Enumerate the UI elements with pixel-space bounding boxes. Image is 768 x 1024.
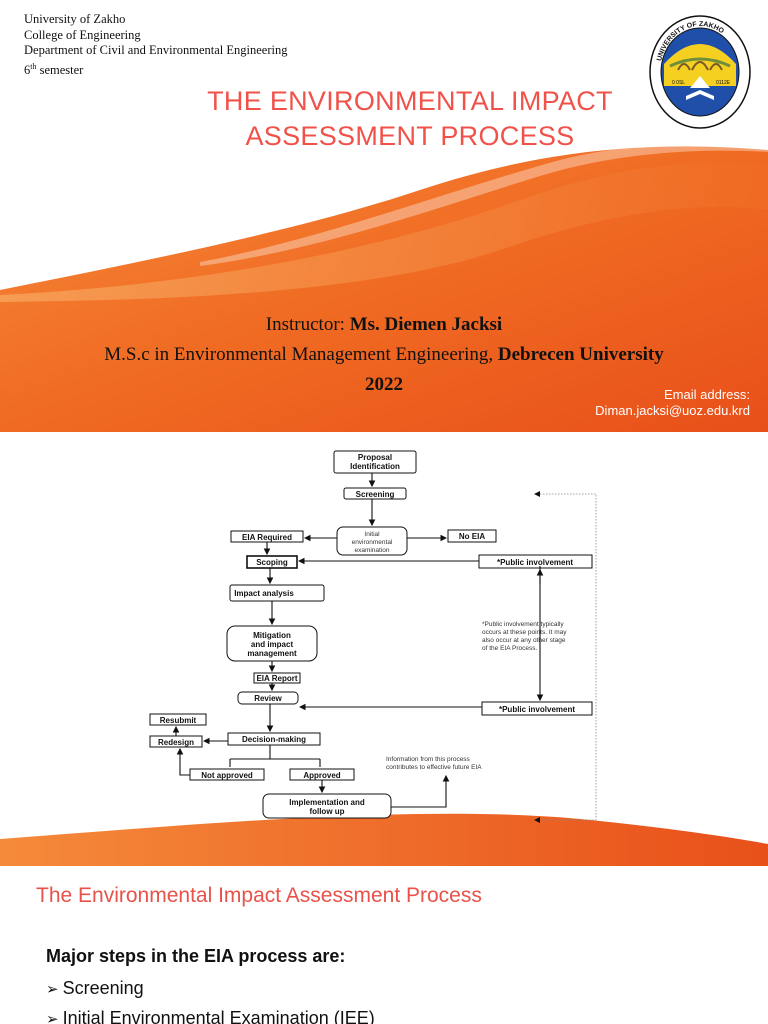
svg-text:EIA Report: EIA Report	[256, 674, 297, 683]
university-name-bold: Debrecen University	[497, 344, 664, 365]
svg-text:Decision-making: Decision-making	[242, 735, 306, 744]
steps-slide: The Environmental Impact Assessment Proc…	[0, 866, 768, 1024]
box-no-eia	[447, 529, 497, 543]
box-scoping	[246, 555, 298, 569]
svg-text:*Public involvement: *Public involvement	[497, 558, 573, 567]
svg-text:Impact analysis: Impact analysis	[234, 589, 294, 598]
flowchart-slide: Proposal Identification Screening EIA Re…	[0, 434, 768, 866]
steps-slide-title: The Environmental Impact Assessment Proc…	[36, 884, 482, 907]
svg-text:Information from this process: Information from this process	[386, 756, 471, 763]
institution-header: University of Zakho College of Engineeri…	[24, 12, 287, 78]
box-initial-exam	[336, 526, 408, 556]
svg-text:Scoping: Scoping	[256, 558, 288, 567]
box-screening	[343, 487, 407, 500]
eia-flowchart: Proposal Identification Screening EIA Re…	[0, 450, 768, 866]
box-impact-analysis	[229, 584, 325, 602]
box-implementation	[262, 793, 392, 819]
svg-text:Not approved: Not approved	[201, 771, 253, 780]
svg-text:EIA Required: EIA Required	[242, 533, 292, 542]
svg-text:and impact: and impact	[251, 640, 294, 649]
email-block: Email address: Diman.jacksi@uoz.edu.krd	[595, 387, 750, 419]
college-name: College of Engineering	[24, 27, 141, 42]
steps-heading: Major steps in the EIA process are:	[46, 946, 346, 966]
svg-text:Review: Review	[254, 694, 282, 703]
university-name: University of Zakho	[24, 12, 126, 26]
svg-text:occurs at these points. It may: occurs at these points. It may	[482, 629, 567, 636]
box-eia-report	[253, 672, 301, 684]
svg-text:Proposal: Proposal	[358, 453, 392, 462]
department-name: Department of Civil and Environmental En…	[24, 43, 288, 57]
email-address[interactable]: Diman.jacksi@uoz.edu.krd	[595, 403, 750, 418]
arrow-bullet-icon: ➢	[46, 1011, 59, 1024]
svg-text:management: management	[247, 649, 297, 658]
svg-text:Screening: Screening	[356, 490, 395, 499]
svg-text:of the EIA Process.: of the EIA Process.	[482, 645, 537, 652]
svg-text:Redesign: Redesign	[158, 738, 194, 747]
svg-text:examination: examination	[354, 547, 389, 554]
svg-text:*Public involvement: *Public involvement	[499, 705, 575, 714]
svg-text:0112E: 0112E	[716, 80, 731, 86]
svg-text:follow up: follow up	[309, 807, 344, 816]
university-logo: 0 0SL 0112E UNIVERSITY OF ZAKHO	[649, 15, 751, 129]
svg-text:Implementation and: Implementation and	[289, 798, 365, 807]
orange-wave-background	[0, 143, 768, 432]
footer-wave	[0, 813, 768, 866]
semester: 6th semester	[24, 61, 84, 77]
svg-text:environmental: environmental	[352, 539, 393, 546]
box-proposal	[333, 450, 417, 474]
svg-text:0 0SL: 0 0SL	[672, 80, 685, 86]
degree-line: M.S.c in Environmental Management Engine…	[104, 344, 664, 365]
svg-text:also occur at any other stage: also occur at any other stage	[482, 637, 566, 644]
title-slide: University of Zakho College of Engineeri…	[0, 0, 768, 432]
instructor-line: Instructor: Ms. Diemen Jacksi	[265, 314, 503, 335]
step-item: ➢Initial Environmental Examination (IEE)	[46, 1008, 375, 1024]
svg-text:contributes to effective futur: contributes to effective future EIA	[386, 764, 482, 771]
year: 2022	[365, 374, 403, 395]
svg-text:*Public involvement typically: *Public involvement typically	[482, 621, 564, 628]
presentation-title: THE ENVIRONMENTAL IMPACT ASSESSMENT PROC…	[207, 86, 613, 151]
svg-text:Identification: Identification	[350, 462, 400, 471]
step-item: ➢Screening	[46, 978, 144, 998]
box-resubmit	[149, 713, 207, 726]
svg-text:Initial: Initial	[364, 531, 380, 538]
svg-text:Resubmit: Resubmit	[160, 716, 197, 725]
box-review	[237, 691, 299, 705]
svg-text:No EIA: No EIA	[459, 532, 485, 541]
arrow-bullet-icon: ➢	[46, 981, 59, 998]
email-label: Email address:	[664, 387, 750, 402]
box-public-involvement-2	[481, 701, 593, 716]
box-decision	[227, 732, 321, 746]
svg-text:Mitigation: Mitigation	[253, 631, 291, 640]
svg-text:Approved: Approved	[303, 771, 340, 780]
instructor-name: Ms. Diemen Jacksi	[349, 314, 503, 335]
